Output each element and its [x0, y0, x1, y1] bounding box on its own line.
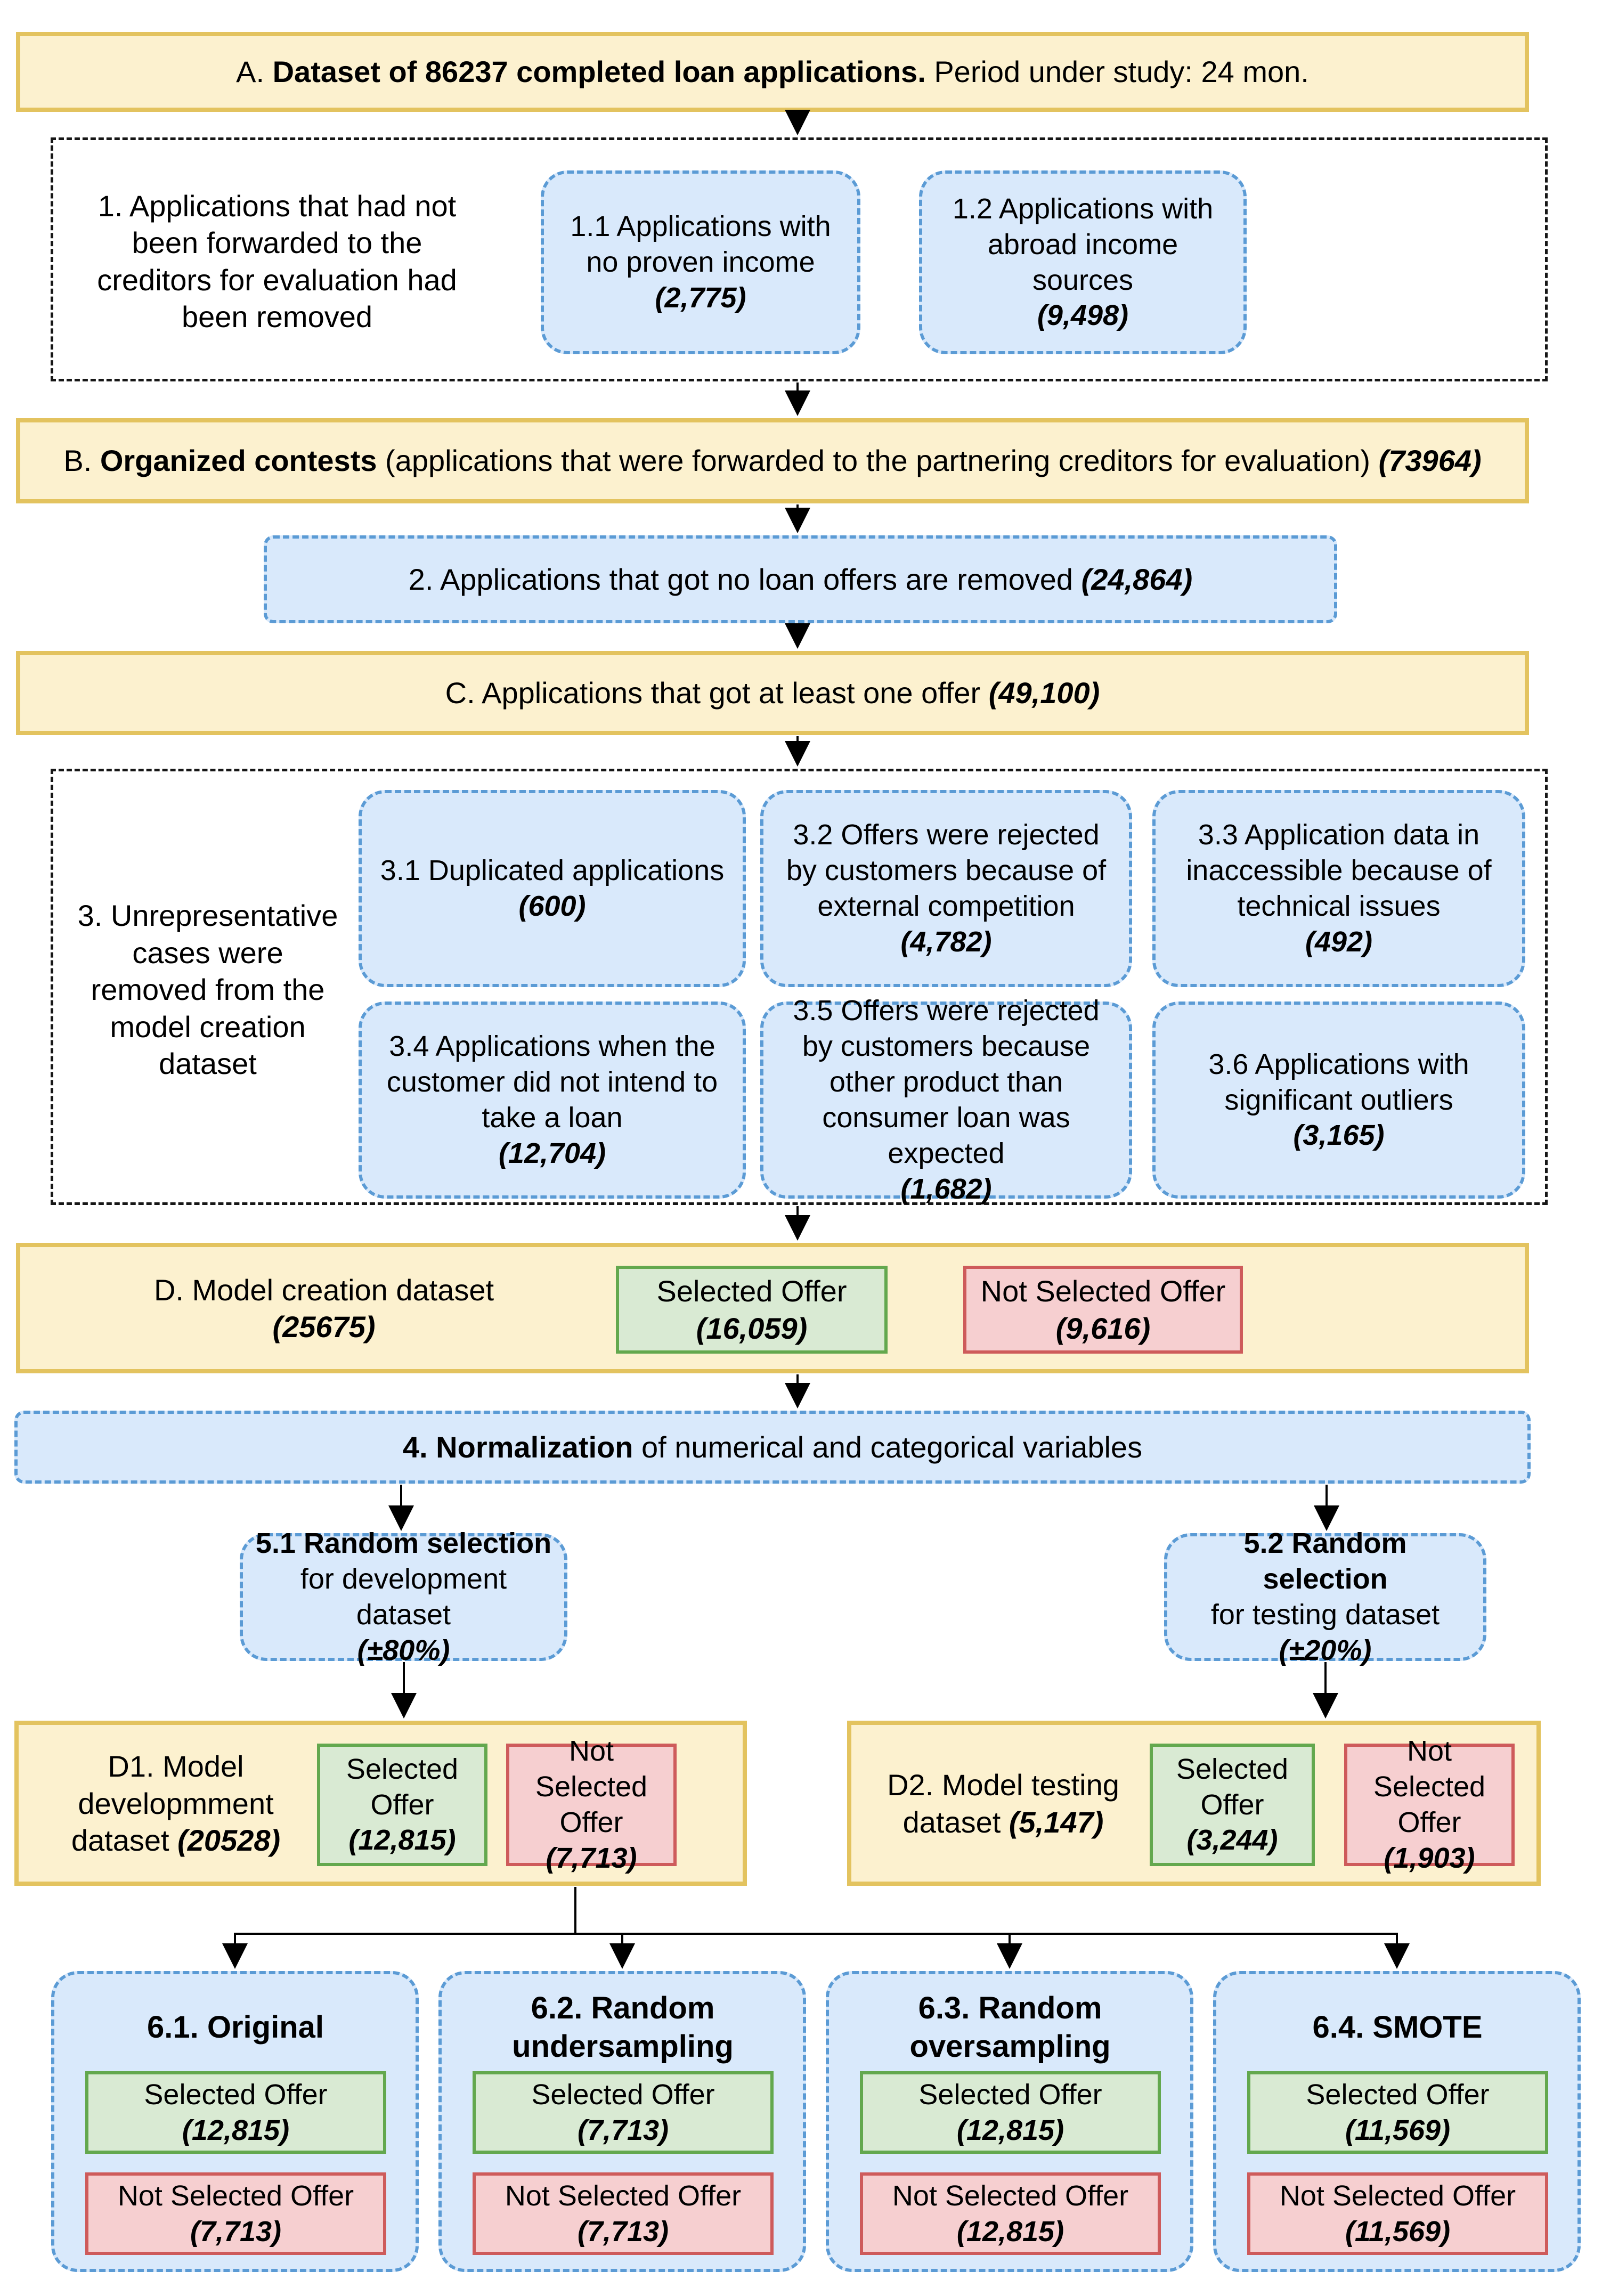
box-6-3-selected-offer-box: Selected Offer (12,815) — [860, 2071, 1161, 2154]
stage-b-text: B. Organized contests (applications that… — [63, 444, 1482, 478]
stage-d-selected-offer-box: Selected Offer (16,059) — [616, 1266, 888, 1354]
box-3-3-count: (492) — [1305, 925, 1373, 958]
box-6-1-title: 6.1. Original — [147, 2010, 324, 2045]
box-3-3-technical-issues: 3.3 Application data in inaccessible bec… — [1152, 790, 1525, 987]
box-1-2-count: (9,498) — [1037, 299, 1129, 332]
box-1-1-count: (2,775) — [655, 281, 746, 314]
box-6-1-not-selected-offer-box: Not Selected Offer (7,713) — [85, 2172, 386, 2255]
box-6-2-selected-offer-box: Selected Offer (7,713) — [473, 2071, 774, 2154]
stage-d2-label: D2. Model testing dataset (5,147) — [887, 1768, 1119, 1839]
box-4-normalization: 4. Normalization of numerical and catego… — [14, 1411, 1531, 1484]
group-3-unrepresentative-cases: 3. Unrepresentative cases were removed f… — [51, 769, 1548, 1205]
stage-d2-box: D2. Model testing dataset (5,147) Select… — [847, 1721, 1541, 1886]
stage-a-box: A. Dataset of 86237 completed loan appli… — [16, 32, 1529, 112]
box-6-4-title: 6.4. SMOTE — [1312, 2010, 1483, 2045]
box-1-2-abroad-income: 1.2 Applications with abroad income sour… — [919, 170, 1247, 354]
box-3-5-other-product: 3.5 Offers were rejected by customers be… — [760, 995, 1132, 1205]
box-1-1-no-proven-income: 1.1 Applications with no proven income (… — [541, 170, 860, 354]
stage-a-text: A. Dataset of 86237 completed loan appli… — [236, 55, 1309, 89]
box-3-4-count: (12,704) — [498, 1137, 606, 1169]
stage-d-box: D. Model creation dataset (25675) Select… — [16, 1243, 1529, 1373]
box-6-4-not-selected-offer-box: Not Selected Offer (11,569) — [1247, 2172, 1548, 2255]
group-3-label: 3. Unrepresentative cases were removed f… — [77, 899, 338, 1081]
box-6-1-selected-offer-box: Selected Offer (12,815) — [85, 2071, 386, 2154]
box-6-3-not-selected-offer-box: Not Selected Offer (12,815) — [860, 2172, 1161, 2255]
box-5-2-random-selection-test: 5.2 Random selection for testing dataset… — [1164, 1527, 1486, 1666]
box-3-3-text: 3.3 Application data in inaccessible bec… — [1186, 819, 1492, 922]
stage-d-not-selected-offer-box: Not Selected Offer (9,616) — [963, 1266, 1243, 1354]
box-1-1-text: 1.1 Applications with no proven income — [570, 210, 831, 279]
box-6-3-random-oversampling: 6.3. Random oversampling Selected Offer … — [826, 1971, 1193, 2272]
box-3-2-count: (4,782) — [900, 925, 992, 958]
box-3-4-text: 3.4 Applications when the customer did n… — [386, 1030, 718, 1134]
stage-c-text: C. Applications that got at least one of… — [445, 676, 1100, 710]
stage-d1-selected-offer-box: Selected Offer (12,815) — [317, 1744, 487, 1866]
box-3-6-text: 3.6 Applications with significant outlie… — [1208, 1048, 1469, 1116]
box-1-2-text: 1.2 Applications with abroad income sour… — [952, 192, 1214, 296]
box-2-text: 2. Applications that got no loan offers … — [408, 562, 1193, 596]
box-3-6-count: (3,165) — [1293, 1119, 1385, 1152]
box-3-6-outliers: 3.6 Applications with significant outlie… — [1152, 1002, 1525, 1199]
group-1-removed-before-forwarding: 1. Applications that had not been forwar… — [51, 137, 1548, 381]
box-3-5-count: (1,682) — [900, 1173, 992, 1205]
stage-d1-not-selected-offer-box: Not Selected Offer (7,713) — [506, 1735, 677, 1874]
stage-d1-label: D1. Model developmment dataset (20528) — [71, 1749, 281, 1858]
stage-d-label: D. Model creation dataset (25675) — [153, 1273, 494, 1344]
box-6-4-smote: 6.4. SMOTE Selected Offer (11,569) Not S… — [1213, 1971, 1581, 2272]
box-6-2-random-undersampling: 6.2. Random undersampling Selected Offer… — [438, 1971, 806, 2272]
box-6-3-title: 6.3. Random oversampling — [909, 1991, 1111, 2064]
box-2-no-offers-removed: 2. Applications that got no loan offers … — [264, 535, 1337, 623]
stage-d2-selected-offer-box: Selected Offer (3,244) — [1150, 1744, 1315, 1866]
stage-d2-not-selected-offer-box: Not Selected Offer (1,903) — [1344, 1735, 1515, 1874]
box-3-1-count: (600) — [518, 890, 586, 922]
stage-d1-box: D1. Model developmment dataset (20528) S… — [14, 1721, 747, 1886]
stage-b-box: B. Organized contests (applications that… — [16, 418, 1529, 503]
box-6-2-not-selected-offer-box: Not Selected Offer (7,713) — [473, 2172, 774, 2255]
box-3-1-duplicated: 3.1 Duplicated applications (600) — [359, 790, 746, 987]
box-5-1-random-selection-dev: 5.1 Random selection for development dat… — [240, 1527, 567, 1666]
box-3-4-no-intent: 3.4 Applications when the customer did n… — [359, 1002, 746, 1199]
box-3-5-text: 3.5 Offers were rejected by customers be… — [793, 995, 1100, 1169]
box-3-2-text: 3.2 Offers were rejected by customers be… — [786, 819, 1107, 922]
stage-c-box: C. Applications that got at least one of… — [16, 651, 1529, 735]
box-6-1-original: 6.1. Original Selected Offer (12,815) No… — [51, 1971, 419, 2272]
box-3-2-external-competition: 3.2 Offers were rejected by customers be… — [760, 790, 1132, 987]
group-1-label: 1. Applications that had not been forwar… — [97, 189, 457, 333]
box-4-text: 4. Normalization of numerical and catego… — [402, 1430, 1143, 1464]
box-6-2-title: 6.2. Random undersampling — [512, 1991, 734, 2064]
box-3-1-text: 3.1 Duplicated applications — [380, 854, 725, 887]
box-6-4-selected-offer-box: Selected Offer (11,569) — [1247, 2071, 1548, 2154]
